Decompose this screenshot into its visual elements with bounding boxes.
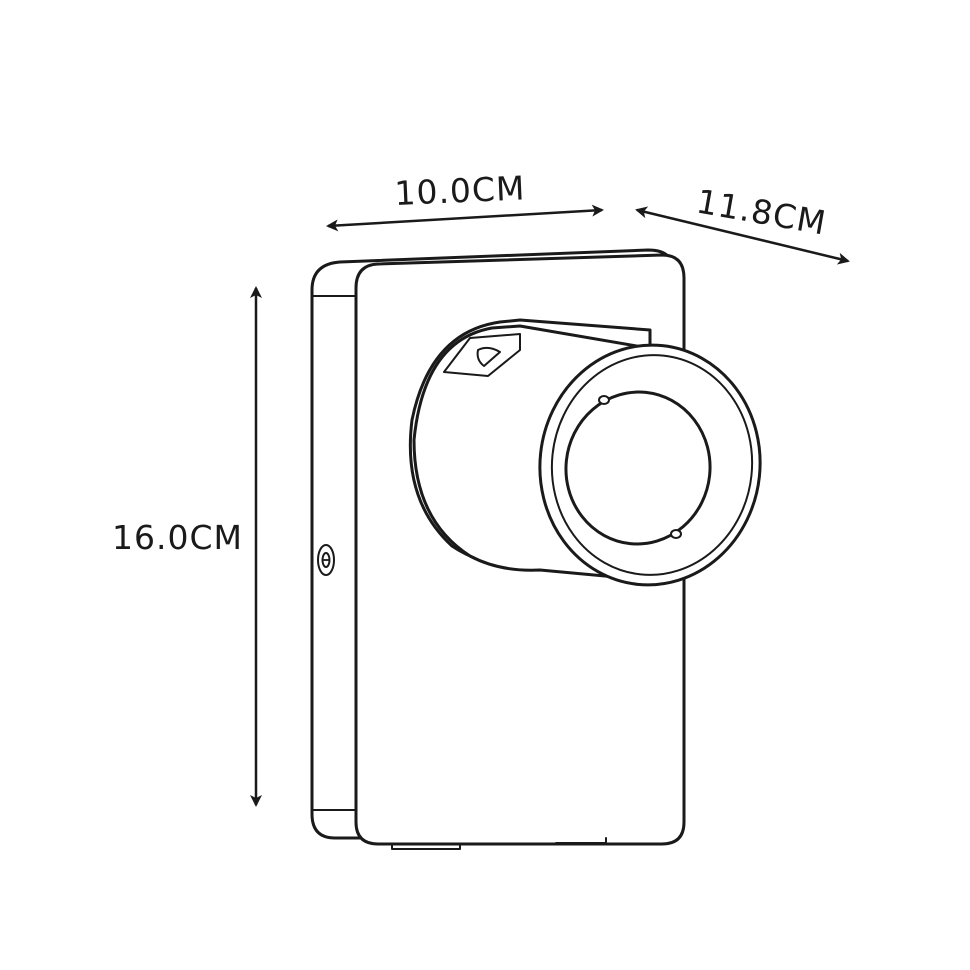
spot-lens — [564, 390, 712, 546]
spot-notch-inner — [476, 346, 501, 367]
height-dimension: 16.0CM — [112, 286, 262, 807]
lens-tab-top — [598, 395, 610, 405]
spot-front-outer-ring-inner — [550, 354, 754, 576]
screw-icon — [317, 544, 335, 576]
back-plate-edge — [311, 295, 357, 811]
depth-dimension: 11.8CM — [635, 181, 850, 265]
spot-notch — [443, 333, 521, 377]
height-label: 16.0CM — [112, 518, 243, 557]
depth-arrow-line — [635, 206, 850, 265]
lens-tab-bottom — [670, 529, 682, 539]
depth-label: 11.8CM — [694, 181, 830, 242]
width-arrow-line — [326, 204, 604, 232]
bottom-tab-left — [391, 843, 461, 850]
width-label: 10.0CM — [394, 168, 527, 213]
spotlight-head — [408, 318, 762, 587]
width-dimension: 10.0CM — [326, 168, 604, 232]
bottom-tab-right — [555, 837, 607, 845]
